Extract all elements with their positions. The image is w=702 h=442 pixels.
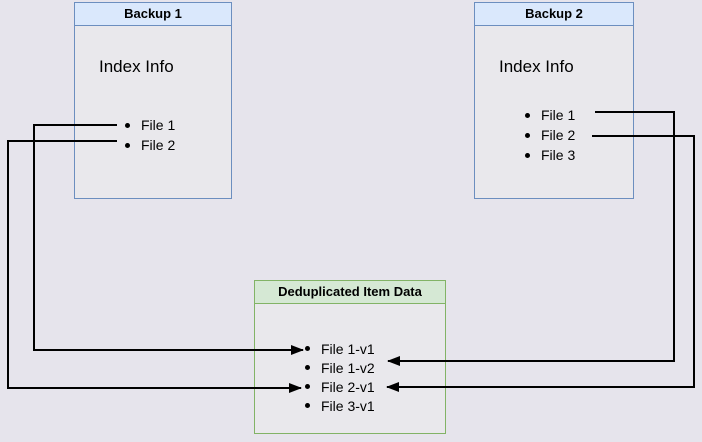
- file-label: File 2: [141, 137, 176, 153]
- dedup-item-list: File 1-v1 File 1-v2 File 2-v1 File 3-v1: [305, 339, 375, 415]
- bullet-icon: [305, 365, 310, 370]
- file-label: File 3: [541, 147, 576, 163]
- node-backup1: Backup 1 Index Info File 1 File 2: [74, 2, 232, 199]
- list-item-file-1-v1: File 1-v1: [305, 339, 375, 358]
- list-item-file-2-v1: File 2-v1: [305, 377, 375, 396]
- list-item-file-3-v1: File 3-v1: [305, 396, 375, 415]
- dedup-item-label: File 1-v1: [321, 340, 375, 357]
- dedup-item-label: File 1-v2: [321, 359, 375, 376]
- bullet-icon: [305, 346, 310, 351]
- node-backup1-index-info-label: Index Info: [99, 57, 174, 76]
- bullet-icon: [125, 122, 130, 128]
- backup1-file-list: File 1 File 2: [125, 115, 175, 155]
- bullet-icon: [525, 132, 530, 138]
- dedup-item-label: File 2-v1: [321, 378, 375, 395]
- node-deduplicated-item-data: Deduplicated Item Data File 1-v1 File 1-…: [254, 280, 446, 434]
- node-backup2: Backup 2 Index Info File 1 File 2 File 3: [474, 2, 634, 199]
- bullet-icon: [305, 384, 310, 389]
- backup2-file-list: File 1 File 2 File 3: [525, 105, 575, 165]
- node-backup2-index-info-label: Index Info: [499, 57, 574, 76]
- list-item-file-1: File 1: [525, 105, 575, 125]
- node-dedup-title: Deduplicated Item Data: [255, 281, 445, 304]
- node-backup2-title: Backup 2: [475, 3, 633, 26]
- list-item-file-2: File 2: [125, 135, 175, 155]
- list-item-file-2: File 2: [525, 125, 575, 145]
- list-item-file-1-v2: File 1-v2: [305, 358, 375, 377]
- bullet-icon: [305, 403, 310, 408]
- list-item-file-1: File 1: [125, 115, 175, 135]
- list-item-file-3: File 3: [525, 145, 575, 165]
- bullet-icon: [525, 112, 530, 118]
- file-label: File 2: [541, 127, 576, 143]
- file-label: File 1: [141, 117, 176, 133]
- node-backup1-title: Backup 1: [75, 3, 231, 26]
- dedup-item-label: File 3-v1: [321, 397, 375, 414]
- file-label: File 1: [541, 107, 576, 123]
- bullet-icon: [125, 142, 130, 148]
- bullet-icon: [525, 152, 530, 158]
